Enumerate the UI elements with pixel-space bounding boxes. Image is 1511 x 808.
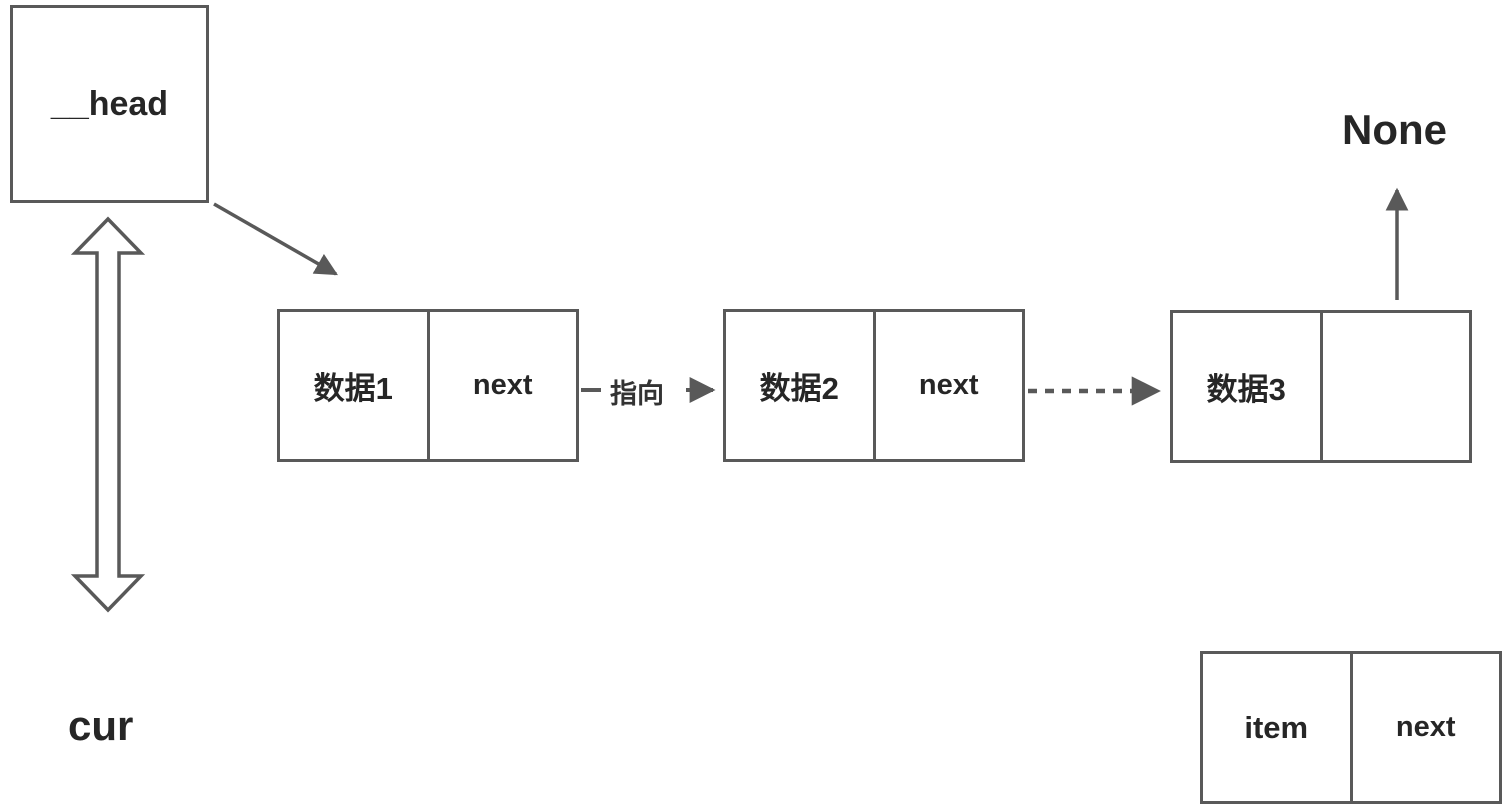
pointer-label: 指向: [610, 379, 664, 409]
node-2: 数据2 next: [723, 309, 1025, 462]
node-1-next-cell: next: [426, 312, 577, 459]
item-node-next-cell: next: [1349, 654, 1500, 801]
node-2-next-cell: next: [872, 312, 1023, 459]
item-node: item next: [1200, 651, 1502, 804]
node-3-data-cell: 数据3: [1206, 372, 1286, 407]
none-label: None: [1342, 106, 1447, 153]
node-3-next-cell: [1319, 313, 1470, 460]
node-1-data-cell: 数据1: [313, 371, 393, 406]
cur-label: cur: [68, 702, 134, 749]
node-2-data-cell: 数据2: [759, 371, 839, 406]
item-node-data-cell: item: [1244, 709, 1309, 745]
node-1: 数据1 next: [277, 309, 579, 462]
head-box: __head: [10, 5, 209, 203]
node-3: 数据3: [1170, 310, 1472, 463]
cur-double-arrow-icon: [70, 216, 146, 613]
head-label: __head: [50, 84, 169, 123]
head-to-node1-arrow-icon: [213, 202, 338, 276]
